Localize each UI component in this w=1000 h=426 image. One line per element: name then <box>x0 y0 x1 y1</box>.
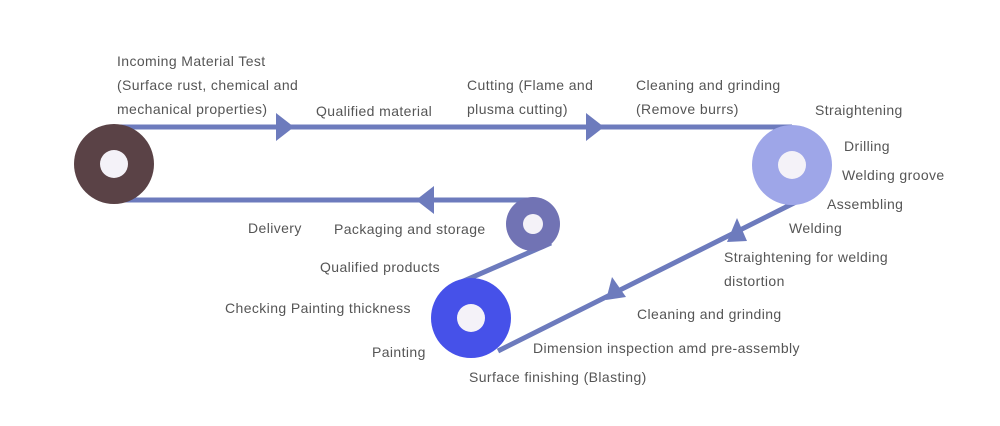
arrow-right-icon <box>586 113 604 141</box>
label-cleaning-grinding-top: Cleaning and grinding <box>636 77 781 93</box>
label-straightening: Straightening <box>815 102 903 118</box>
label-incoming-test: Incoming Material Test <box>117 53 266 69</box>
arrow-left-icon <box>416 186 434 214</box>
label-drilling: Drilling <box>844 138 890 154</box>
arrow-down-left-icon <box>727 218 747 242</box>
label-straightening-welding: Straightening for welding <box>724 249 889 265</box>
label-dimension-inspection: Dimension inspection amd pre-assembly <box>533 340 800 356</box>
label-cutting-detail: plusma cutting) <box>467 101 568 117</box>
label-qualified-material: Qualified material <box>316 103 433 119</box>
pulley-hub <box>100 150 128 178</box>
label-straightening-welding-detail: distortion <box>724 273 785 289</box>
label-assembling: Assembling <box>827 196 904 212</box>
label-delivery: Delivery <box>248 220 302 236</box>
label-surface-finishing: Surface finishing (Blasting) <box>469 369 647 385</box>
label-cleaning-grinding-bottom: Cleaning and grinding <box>637 306 782 322</box>
label-welding-groove: Welding groove <box>842 167 945 183</box>
arrow-down-left-icon <box>606 277 626 300</box>
label-welding: Welding <box>789 220 843 236</box>
label-cutting: Cutting (Flame and <box>467 77 594 93</box>
label-qualified-products: Qualified products <box>320 259 441 275</box>
label-checking-painting: Checking Painting thickness <box>225 300 411 316</box>
pulley-hub <box>457 304 485 332</box>
label-incoming-test-detail: mechanical properties) <box>117 101 268 117</box>
label-cleaning-grinding-top-detail: (Remove burrs) <box>636 101 739 117</box>
label-packaging-storage: Packaging and storage <box>334 221 486 237</box>
belt-right-to-bottom <box>496 198 800 354</box>
pulley-hub <box>523 214 543 234</box>
label-painting: Painting <box>372 344 426 360</box>
pulley-hub <box>778 151 806 179</box>
label-incoming-test-detail: (Surface rust, chemical and <box>117 77 299 93</box>
arrow-right-icon <box>276 113 294 141</box>
